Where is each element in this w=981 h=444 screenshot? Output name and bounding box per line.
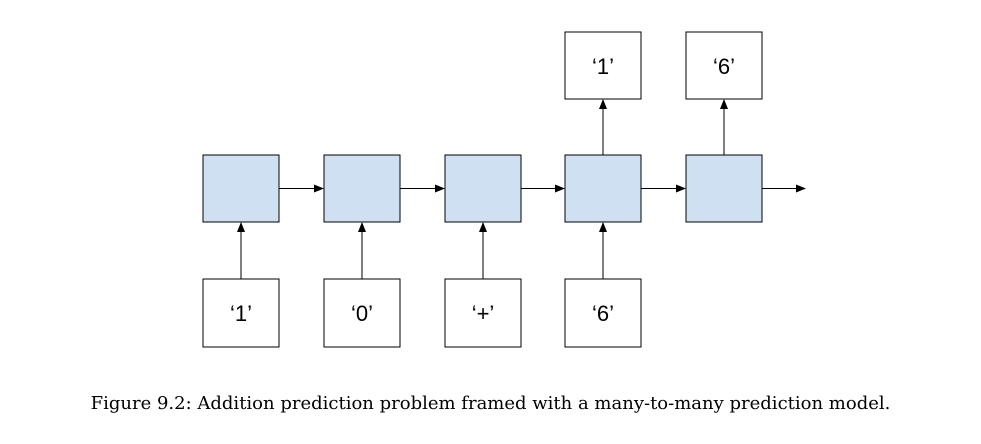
input-label-2: ‘0’ [351, 301, 373, 326]
rnn-cell-2 [323, 154, 401, 223]
rnn-cell-1 [202, 154, 280, 223]
output-label-1: ‘1’ [592, 54, 614, 79]
output-label-2: ‘6’ [713, 54, 735, 79]
output-box-2 [685, 31, 763, 100]
input-label-1: ‘1’ [230, 301, 252, 326]
input-box-2 [323, 278, 401, 348]
rnn-cell-5 [685, 154, 763, 223]
input-label-3: ‘+’ [472, 301, 495, 326]
rnn-cell-4 [564, 154, 642, 223]
many-to-many-diagram: ‘1’ ‘0’ ‘+’ ‘6’ ‘1’ ‘6’ [202, 31, 806, 348]
input-label-4: ‘6’ [592, 301, 614, 326]
rnn-cell-3 [444, 154, 522, 223]
figure-caption: Figure 9.2: Addition prediction problem … [90, 393, 891, 414]
input-box-1 [202, 278, 280, 348]
